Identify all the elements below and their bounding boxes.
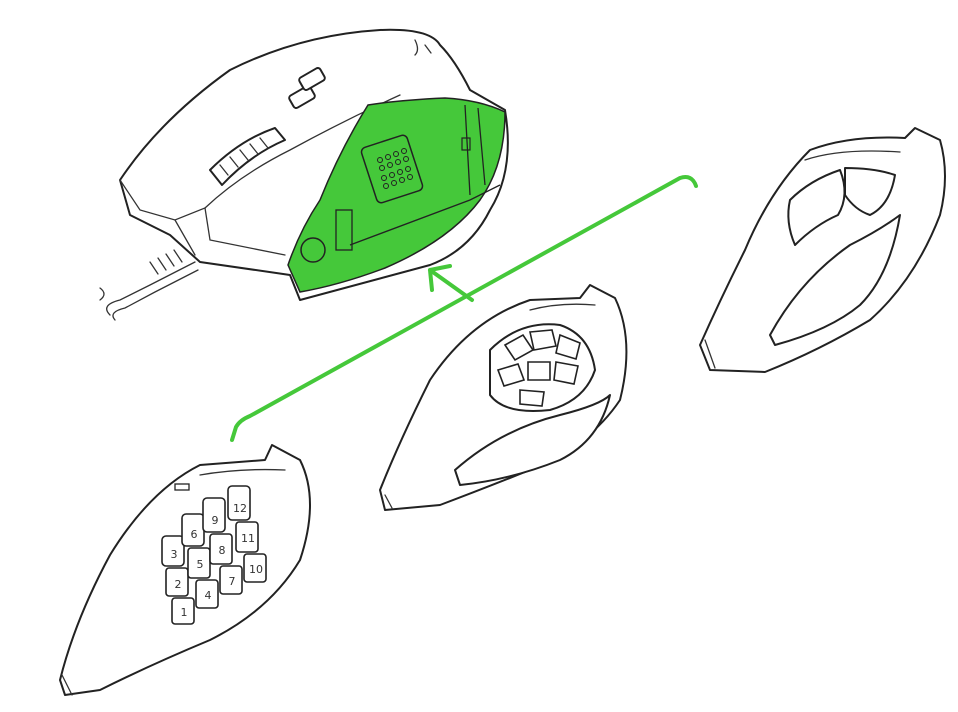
- keypad: 3 2 1 6 5 4 9 8 7 12 11 10: [161, 485, 267, 625]
- key-7: 7: [229, 575, 236, 588]
- key-10: 10: [249, 563, 263, 576]
- mouse-cable: [99, 261, 199, 321]
- side-plate-7-button: [379, 284, 628, 511]
- key-5: 5: [197, 558, 204, 571]
- side-plate-socket-highlight: [287, 97, 506, 293]
- key-12: 12: [233, 502, 247, 515]
- side-plate-12-button: 3 2 1 6 5 4 9 8 7 12 11 10: [59, 444, 311, 696]
- arrow-up-left-icon: [428, 264, 474, 302]
- key-3: 3: [171, 548, 178, 561]
- key-11: 11: [241, 532, 255, 545]
- key-1: 1: [181, 606, 188, 619]
- key-9: 9: [212, 514, 219, 527]
- key-6: 6: [191, 528, 198, 541]
- side-plate-2-button: [699, 127, 946, 373]
- key-8: 8: [219, 544, 226, 557]
- attach-indicator: [230, 175, 698, 442]
- key-4: 4: [205, 589, 212, 602]
- key-2: 2: [175, 578, 182, 591]
